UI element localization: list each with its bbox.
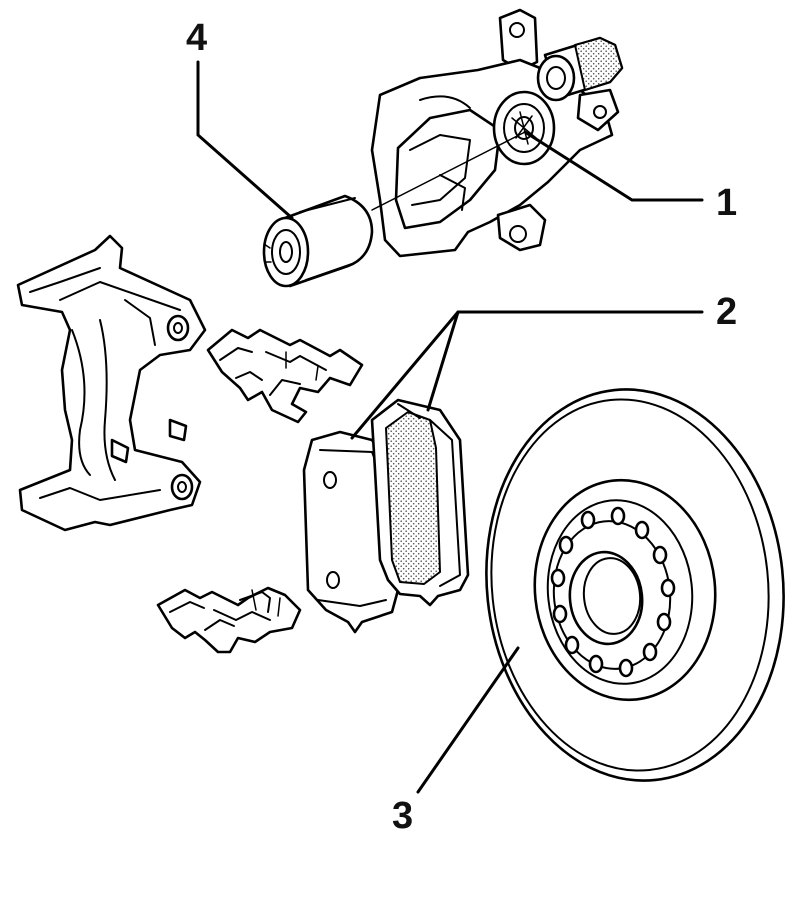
callout-2: 2: [716, 291, 737, 333]
leader-3: [416, 646, 520, 794]
caliper-carrier: [16, 234, 207, 532]
callout-1: 1: [716, 182, 737, 224]
piston-bushing: [262, 194, 374, 288]
spring-clip-upper: [206, 328, 364, 424]
spring-clip-lower: [156, 586, 302, 654]
disc-bolt-holes: [550, 506, 676, 678]
leader-1: [523, 130, 704, 202]
leader-4: [196, 60, 294, 220]
brake-disc: [485, 388, 785, 782]
leader-lines: [196, 60, 704, 794]
caliper-body: [370, 8, 624, 258]
callout-3: 3: [392, 795, 413, 837]
assembly-axis-line: [371, 131, 526, 211]
brake-pad-inner: [370, 398, 470, 607]
callout-4: 4: [186, 17, 207, 59]
leader-2-inner: [426, 310, 460, 412]
